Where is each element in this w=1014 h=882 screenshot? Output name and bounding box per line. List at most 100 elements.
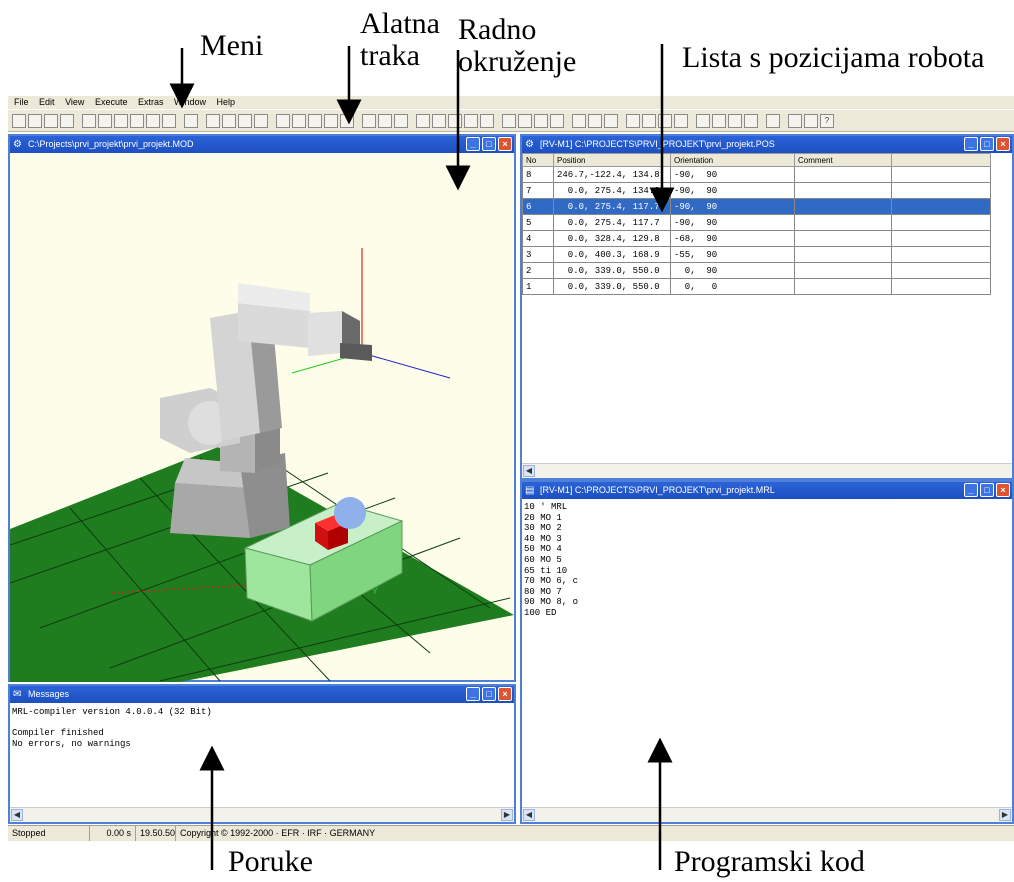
menu-item-view[interactable]: View	[65, 97, 85, 107]
paste-special-icon[interactable]	[146, 113, 160, 128]
menu-item-help[interactable]: Help	[216, 97, 236, 107]
cell-position[interactable]: 0.0, 339.0, 550.0	[553, 278, 671, 295]
positions-horizontal-scrollbar[interactable]: ◀	[522, 463, 1012, 478]
print-icon[interactable]	[184, 113, 198, 128]
minimize-icon[interactable]: _	[964, 483, 978, 497]
cell-orientation[interactable]: -90, 90	[670, 198, 795, 215]
label-radno-okruzenje: Radno okruženje	[458, 13, 577, 78]
delete-icon[interactable]	[162, 113, 176, 128]
paste-icon[interactable]	[114, 113, 128, 128]
program-window-title: [RV-M1] C:\PROJECTS\PRVI_PROJEKT\prvi_pr…	[540, 485, 775, 495]
robot-arm-icon: ⚙	[525, 139, 534, 150]
cell-position[interactable]: 0.0, 339.0, 550.0	[553, 262, 671, 279]
cell-comment[interactable]	[794, 198, 892, 215]
positions-window-titlebar[interactable]: ⚙ [RV-M1] C:\PROJECTS\PRVI_PROJEKT\prvi_…	[522, 136, 1012, 153]
window-1-icon[interactable]	[696, 113, 710, 128]
open-folder-icon[interactable]	[28, 113, 42, 128]
insert-row-icon[interactable]	[378, 113, 392, 128]
program-window-titlebar[interactable]: ▤ [RV-M1] C:\PROJECTS\PRVI_PROJEKT\prvi_…	[522, 482, 1012, 499]
delete-row-icon[interactable]	[394, 113, 408, 128]
save-all-icon[interactable]	[60, 113, 74, 128]
program-code-editor[interactable]: 10 ' MRL 20 MO 1 30 MO 2 40 MO 3 50 MO 4…	[524, 502, 579, 618]
release-icon[interactable]	[464, 113, 478, 128]
maximize-icon[interactable]: □	[980, 483, 994, 497]
scroll-left-icon[interactable]: ◀	[523, 465, 535, 477]
column-header-comment[interactable]: Comment	[794, 153, 892, 167]
scroll-right-icon[interactable]: ▶	[999, 809, 1011, 821]
scroll-left-icon[interactable]: ◀	[523, 809, 535, 821]
close-icon[interactable]: ×	[996, 483, 1010, 497]
home-icon[interactable]	[480, 113, 494, 128]
window-4-icon[interactable]	[744, 113, 758, 128]
copy-icon[interactable]	[98, 113, 112, 128]
cell-empty[interactable]	[891, 198, 991, 215]
table-row[interactable]: 2 0.0, 339.0, 550.0 0, 90	[522, 262, 991, 279]
close-icon[interactable]: ×	[498, 137, 512, 151]
cell-orientation[interactable]: 0, 0	[670, 278, 795, 295]
table-row[interactable]: 1 0.0, 339.0, 550.0 0, 0	[522, 278, 991, 295]
maximize-icon[interactable]: □	[482, 687, 496, 701]
scroll-left-icon[interactable]: ◀	[11, 809, 23, 821]
menu-item-edit[interactable]: Edit	[39, 97, 55, 107]
close-icon[interactable]: ×	[996, 137, 1010, 151]
menu-item-execute[interactable]: Execute	[94, 97, 128, 107]
help-icon[interactable]: ?	[820, 113, 834, 128]
flag-icon[interactable]	[626, 113, 640, 128]
compile-icon[interactable]	[276, 113, 290, 128]
scene-icon[interactable]	[534, 113, 548, 128]
cut-icon[interactable]	[82, 113, 96, 128]
save-icon[interactable]	[44, 113, 58, 128]
window-2-icon[interactable]	[712, 113, 726, 128]
robot-c-icon[interactable]	[604, 113, 618, 128]
tool-icon[interactable]	[502, 113, 516, 128]
3d-viewport[interactable]: Y	[9, 153, 514, 682]
grid-icon[interactable]	[550, 113, 564, 128]
table-row[interactable]: 6 0.0, 275.4, 117.7-90, 90	[522, 198, 991, 215]
robot-a-icon[interactable]	[572, 113, 586, 128]
check-icon[interactable]	[292, 113, 306, 128]
copy-special-icon[interactable]	[130, 113, 144, 128]
tile-icon[interactable]	[766, 113, 780, 128]
table-row[interactable]: 7 0.0, 275.4, 134.8-90, 90	[522, 182, 991, 199]
teach-icon[interactable]	[416, 113, 430, 128]
maximize-icon[interactable]: □	[482, 137, 496, 151]
minimize-icon[interactable]: _	[964, 137, 978, 151]
document-icon: ▤	[525, 485, 535, 496]
table-row[interactable]: 3 0.0, 400.3, 168.9-55, 90	[522, 246, 991, 263]
object-icon[interactable]	[518, 113, 532, 128]
move-icon[interactable]	[432, 113, 446, 128]
robot-view-1-icon[interactable]	[206, 113, 220, 128]
window-icon[interactable]	[788, 113, 802, 128]
program-horizontal-scrollbar[interactable]: ◀ ▶	[522, 807, 1012, 822]
column-header-no[interactable]: No	[522, 153, 554, 167]
model-window-titlebar[interactable]: ⚙ C:\Projects\prvi_projekt\prvi_projekt.…	[10, 136, 514, 153]
menu-item-extras[interactable]: Extras	[137, 97, 164, 107]
robot-b-icon[interactable]	[588, 113, 602, 128]
close-icon[interactable]: ×	[498, 687, 512, 701]
path-icon[interactable]	[642, 113, 656, 128]
robot-view-2-icon[interactable]	[222, 113, 236, 128]
messages-horizontal-scrollbar[interactable]: ◀ ▶	[10, 807, 514, 822]
new-file-icon[interactable]	[12, 113, 26, 128]
robot-view-3-icon[interactable]	[238, 113, 252, 128]
maximize-icon[interactable]: □	[980, 137, 994, 151]
minimize-icon[interactable]: _	[466, 137, 480, 151]
label-lista-pozicija: Lista s pozicijama robota	[682, 41, 985, 74]
program-window: ▤ [RV-M1] C:\PROJECTS\PRVI_PROJEKT\prvi_…	[520, 480, 1014, 824]
robot-view-4-icon[interactable]	[254, 113, 268, 128]
build-icon[interactable]	[308, 113, 322, 128]
scroll-right-icon[interactable]: ▶	[501, 809, 513, 821]
insert-icon[interactable]	[362, 113, 376, 128]
robot-icon: ⚙	[13, 139, 22, 150]
connect-icon[interactable]	[804, 113, 818, 128]
menu-item-file[interactable]: File	[14, 97, 29, 107]
positions-window: ⚙ [RV-M1] C:\PROJECTS\PRVI_PROJEKT\prvi_…	[520, 134, 1014, 480]
model-window: ⚙ C:\Projects\prvi_projekt\prvi_projekt.…	[8, 134, 516, 682]
measure-icon[interactable]	[674, 113, 688, 128]
minimize-icon[interactable]: _	[466, 687, 480, 701]
messages-window-titlebar[interactable]: ✉ Messages _ □ ×	[10, 686, 514, 703]
cell-empty[interactable]	[891, 278, 991, 295]
status-state: Stopped	[8, 826, 90, 841]
window-3-icon[interactable]	[728, 113, 742, 128]
